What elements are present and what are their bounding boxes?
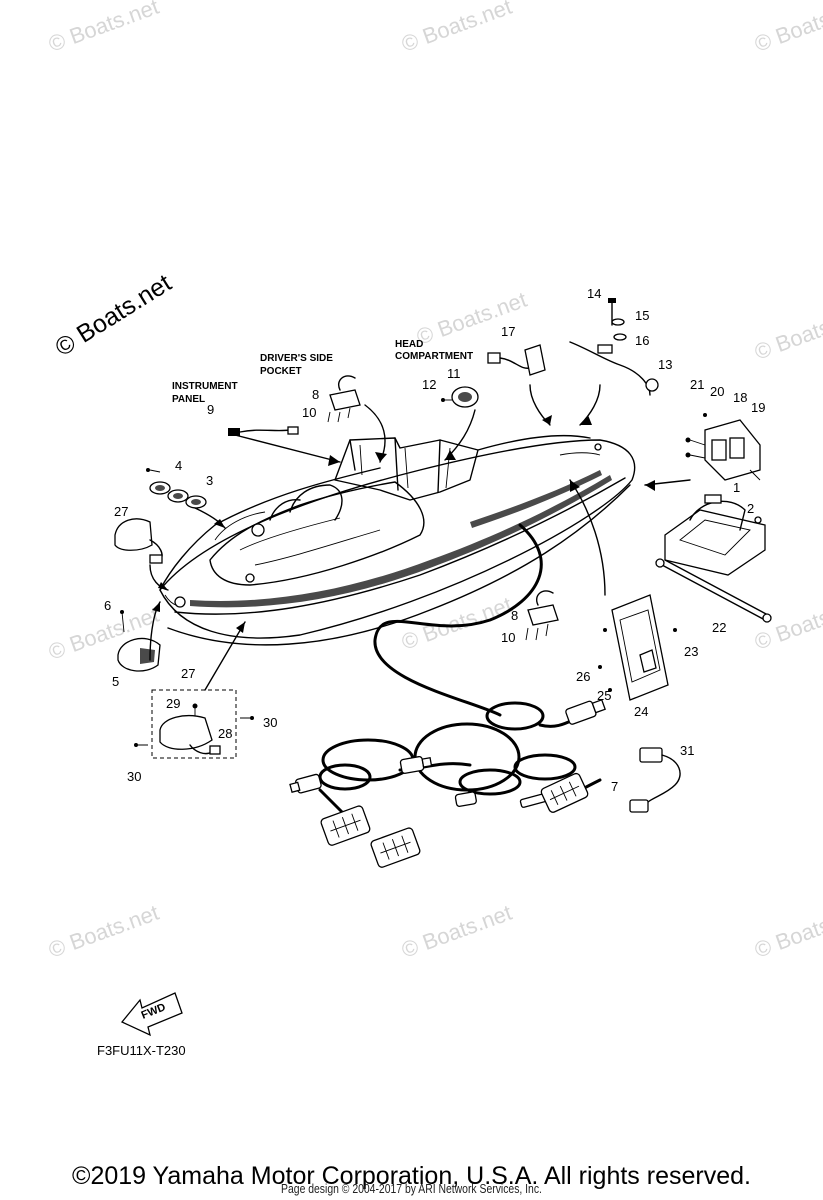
horn-switch [441, 386, 479, 408]
cable-13 [569, 341, 659, 396]
copyright-notice: ©2019 Yamaha Motor Corporation, U.S.A. A… [72, 1162, 751, 1190]
callout-31: 31 [680, 743, 694, 758]
callout-27a: 27 [114, 504, 128, 519]
watermark-main: © Boats.net [50, 269, 176, 362]
callout-25: 25 [597, 688, 611, 703]
area-labels: DRIVER'S SIDE POCKET HEAD COMPARTMENT IN… [172, 339, 473, 405]
watermark: © Boats.net [398, 0, 515, 57]
callout-21: 21 [690, 377, 704, 392]
area-label-compartment: COMPARTMENT [395, 351, 473, 362]
callout-6: 6 [104, 598, 111, 613]
harness-connector [289, 773, 322, 794]
harness-connector [399, 756, 433, 774]
watermark: © Boats.net [751, 592, 823, 655]
callout-numbers: 1 2 3 4 5 6 7 8 8 9 10 10 11 12 13 14 15… [104, 286, 765, 794]
area-label-panel: PANEL [172, 394, 205, 405]
callout-1: 1 [733, 480, 740, 495]
callout-9: 9 [207, 402, 214, 417]
area-label-instrument: INSTRUMENT [172, 381, 238, 392]
callout-7: 7 [611, 779, 618, 794]
callout-28: 28 [218, 726, 232, 741]
stern-light-group [134, 689, 254, 759]
callout-20: 20 [710, 384, 724, 399]
wire-harness [289, 523, 606, 868]
callout-30a: 30 [263, 715, 277, 730]
harness-connector [565, 698, 606, 725]
callout-18: 18 [733, 390, 747, 405]
callout-15: 15 [635, 308, 649, 323]
dashed-box [151, 689, 237, 759]
adapter-lead-31 [629, 747, 681, 813]
watermark: © Boats.net [751, 900, 823, 963]
watermark: © Boats.net [751, 302, 823, 365]
harness-connector-large [320, 805, 371, 846]
callout-10b: 10 [501, 630, 515, 645]
instrument-connector [228, 426, 299, 436]
callout-5: 5 [112, 674, 119, 689]
callout-27b: 27 [181, 666, 195, 681]
callout-16: 16 [635, 333, 649, 348]
callout-8a: 8 [312, 387, 319, 402]
fwd-arrow: FWD [120, 992, 183, 1037]
page-design-credit: Page design © 2004-2017 by ARI Network S… [281, 1181, 542, 1196]
washer-15 [611, 318, 625, 326]
watermark: © Boats.net [45, 900, 162, 963]
callout-26: 26 [576, 669, 590, 684]
callout-8b: 8 [511, 608, 518, 623]
callout-29: 29 [166, 696, 180, 711]
harness-connector-large [370, 827, 421, 868]
callout-17: 17 [501, 324, 515, 339]
callout-4: 4 [175, 458, 182, 473]
battery-cable [655, 558, 772, 623]
watermark: © Boats.net [413, 287, 530, 350]
harness-connector [454, 791, 477, 807]
control-module [598, 594, 677, 701]
area-label-drivers-side: DRIVER'S SIDE [260, 353, 333, 364]
watermarks: © Boats.net © Boats.net © Boats.net © Bo… [45, 0, 823, 963]
watermark: © Boats.net [751, 0, 823, 57]
pocket-light-lower [525, 590, 559, 641]
relay-assembly [685, 413, 761, 481]
area-label-head: HEAD [395, 339, 423, 350]
callout-19: 19 [751, 400, 765, 415]
washer-16 [613, 333, 627, 341]
grommets [146, 468, 207, 509]
callout-3: 3 [206, 473, 213, 488]
callout-14: 14 [587, 286, 601, 301]
nav-light-27 [114, 518, 163, 564]
leader-arrows [149, 384, 691, 691]
callout-23: 23 [684, 644, 698, 659]
callout-2: 2 [747, 501, 754, 516]
callout-30b: 30 [127, 769, 141, 784]
sensor-17 [487, 344, 546, 376]
callout-22: 22 [712, 620, 726, 635]
boat-hull [159, 434, 636, 646]
callout-13: 13 [658, 357, 672, 372]
bow-light [117, 610, 161, 672]
callout-24: 24 [634, 704, 648, 719]
watermark: © Boats.net [45, 0, 162, 57]
area-label-pocket: POCKET [260, 366, 302, 377]
harness-connector-large [540, 772, 589, 813]
watermark: © Boats.net [398, 900, 515, 963]
callout-10a: 10 [302, 405, 316, 420]
pocket-light-upper [327, 375, 361, 423]
callout-11: 11 [447, 366, 461, 381]
callout-12: 12 [422, 377, 436, 392]
diagram-code: F3FU11X-T230 [97, 1043, 186, 1058]
